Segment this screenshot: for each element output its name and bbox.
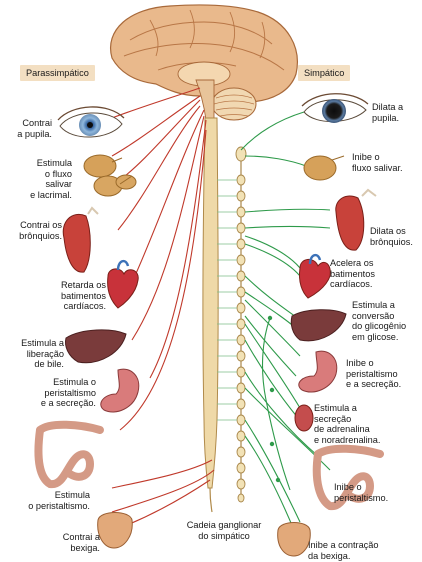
salivary-gland-icon — [83, 154, 137, 197]
bladder-icon — [97, 512, 133, 549]
lung-icon-right — [335, 188, 377, 251]
label-dilata-pupila: Dilata a pupila. — [372, 102, 404, 123]
ganglion-chain-icon — [235, 146, 247, 503]
label-retarda-batimentos: Retarda os batimentos cardíacos. — [61, 280, 106, 311]
label-inibe-contracao-bexiga: Inibe a contração da bexiga. — [308, 540, 379, 561]
brain-icon — [110, 4, 298, 121]
label-contrai-bexiga: Contrai a bexiga. — [62, 532, 100, 553]
sympathetic-nodes — [267, 315, 281, 483]
salivary-gland-icon-right — [303, 155, 345, 181]
label-inibe-peristaltismo: Inibe o peristaltismo. — [334, 482, 389, 503]
sympathetic-header: Simpático — [298, 65, 351, 81]
label-dilata-bronquios: Dilata os brônquios. — [370, 226, 413, 247]
chain-connectors — [217, 179, 237, 421]
label-estimula-glicogenio: Estimula a conversão do glicogênio em gl… — [352, 300, 407, 342]
stomach-icon — [100, 368, 140, 413]
parasympathetic-header: Parassimpático — [20, 65, 95, 81]
eye-icon — [57, 106, 125, 138]
intestine-icon — [34, 420, 104, 489]
adrenal-gland-icon — [294, 404, 314, 432]
label-estimula-peristaltismo-secrecao: Estimula o peristaltismo e a secreção. — [40, 377, 96, 408]
liver-icon — [65, 329, 127, 364]
heart-icon — [107, 259, 139, 309]
intestine-icon-right — [312, 444, 384, 511]
liver-icon-right — [290, 309, 347, 342]
stomach-icon-right — [298, 350, 338, 393]
label-cadeia-ganglionar: Cadeia ganglionar do simpático — [186, 520, 262, 541]
label-contrai-bronquios: Contrai os brônquios. — [19, 220, 62, 241]
label-inibe-fluxo-salivar: Inibe o fluxo salivar. — [352, 152, 403, 173]
label-inibe-peristaltismo-secrecao: Inibe o peristaltismo e a secreção. — [346, 358, 402, 389]
bladder-icon-right — [277, 522, 311, 557]
parasympathetic-nerves — [111, 87, 215, 529]
label-estimula-bile: Estimula a liberação de bile. — [21, 338, 64, 369]
label-estimula-adrenalina: Estimula a secreção de adrenalina e nora… — [314, 403, 381, 445]
lung-icon — [62, 206, 99, 273]
label-estimula-peristaltismo: Estimula o peristaltismo. — [28, 490, 90, 511]
label-estimula-fluxo-salivar: Estimula o fluxo salivar e lacrimal. — [30, 158, 72, 200]
eye-icon-right — [301, 93, 369, 123]
spinal-cord-icon — [202, 117, 219, 489]
heart-icon-right — [299, 253, 331, 299]
label-contrai-pupila: Contrai a pupila. — [17, 118, 52, 139]
label-acelera-batimentos: Acelera os batimentos cardíacos. — [330, 258, 375, 289]
